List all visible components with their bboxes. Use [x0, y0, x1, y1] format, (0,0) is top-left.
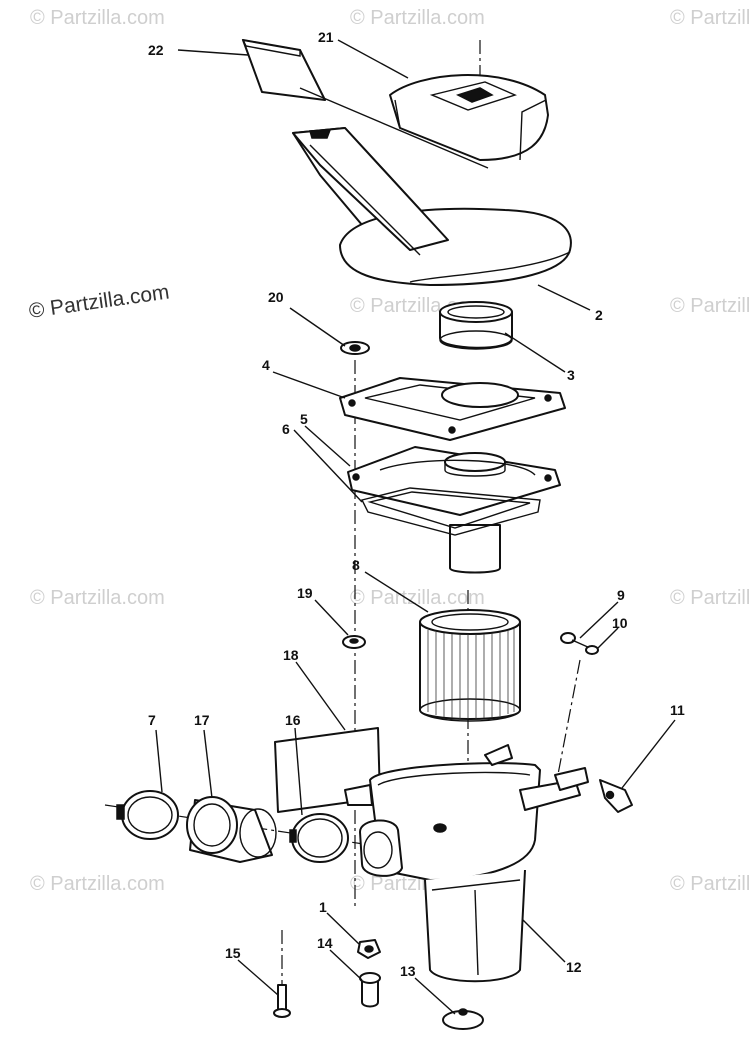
callout-9: 9 — [617, 587, 625, 603]
part-16-clamp — [289, 813, 349, 863]
part-21-cover — [389, 74, 549, 161]
callout-1: 1 — [319, 899, 327, 915]
callout-17: 17 — [194, 712, 210, 728]
callout-15: 15 — [225, 945, 241, 961]
callout-8: 8 — [352, 557, 360, 573]
part-17-duct — [186, 796, 277, 863]
watermark-tile: © Partzilla.com — [350, 587, 485, 609]
watermark-tile: © Partzilla.com — [30, 873, 165, 895]
part-8-filter-element — [419, 609, 521, 722]
part-22-plate — [241, 39, 326, 101]
part-12-housing-body — [344, 744, 589, 983]
callout-5: 5 — [300, 411, 308, 427]
callout-3: 3 — [567, 367, 575, 383]
watermark-tile: © Partzilla.com — [30, 7, 165, 29]
watermark-tile: © Partzilla.com — [30, 587, 165, 609]
filter-pleats — [427, 628, 515, 719]
callout-6: 6 — [282, 421, 290, 437]
watermark-tile: © Partzilla.com — [350, 7, 485, 29]
callout-16: 16 — [285, 712, 301, 728]
part-9-screw — [560, 632, 591, 649]
part-6-gasket — [360, 487, 541, 536]
part-10-washer — [585, 645, 599, 655]
callout-4: 4 — [262, 357, 270, 373]
callout-21: 21 — [318, 29, 334, 45]
callout-labels: 22 21 2 3 20 4 6 5 8 9 10 19 18 11 7 17 … — [148, 29, 685, 979]
watermark-tile: © Partzilla.com — [670, 587, 750, 609]
part-2-silencer-top — [292, 127, 572, 286]
callout-14: 14 — [317, 935, 333, 951]
callout-18: 18 — [283, 647, 299, 663]
part-3-coupler — [439, 301, 513, 350]
watermark-tile: © Partzilla.com — [670, 873, 750, 895]
part-15-bolt — [273, 984, 291, 1018]
part-14-spacer — [359, 972, 381, 1008]
callout-19: 19 — [297, 585, 313, 601]
part-13-grommet — [442, 1008, 484, 1030]
part-19-washer — [342, 635, 366, 649]
callout-22: 22 — [148, 42, 164, 58]
part-7-clamp — [116, 790, 179, 840]
callout-7: 7 — [148, 712, 156, 728]
callout-2: 2 — [595, 307, 603, 323]
part-5-housing-lid — [347, 446, 561, 574]
watermark-tile: © Partzilla.com — [670, 295, 750, 317]
screw-axis — [554, 659, 581, 791]
part-11-bracket — [599, 779, 633, 813]
watermark-tile: © Partzilla.com — [670, 7, 750, 29]
callout-13: 13 — [400, 963, 416, 979]
part-4-top-plate — [339, 377, 566, 441]
callout-12: 12 — [566, 959, 582, 975]
callout-20: 20 — [268, 289, 284, 305]
watermark-main: © Partzilla.com — [27, 280, 170, 322]
callout-11: 11 — [670, 702, 685, 718]
part-20-nut — [340, 341, 370, 355]
part-1-nut — [357, 939, 381, 959]
callout-10: 10 — [612, 615, 628, 631]
leader-lines — [155, 39, 676, 1015]
